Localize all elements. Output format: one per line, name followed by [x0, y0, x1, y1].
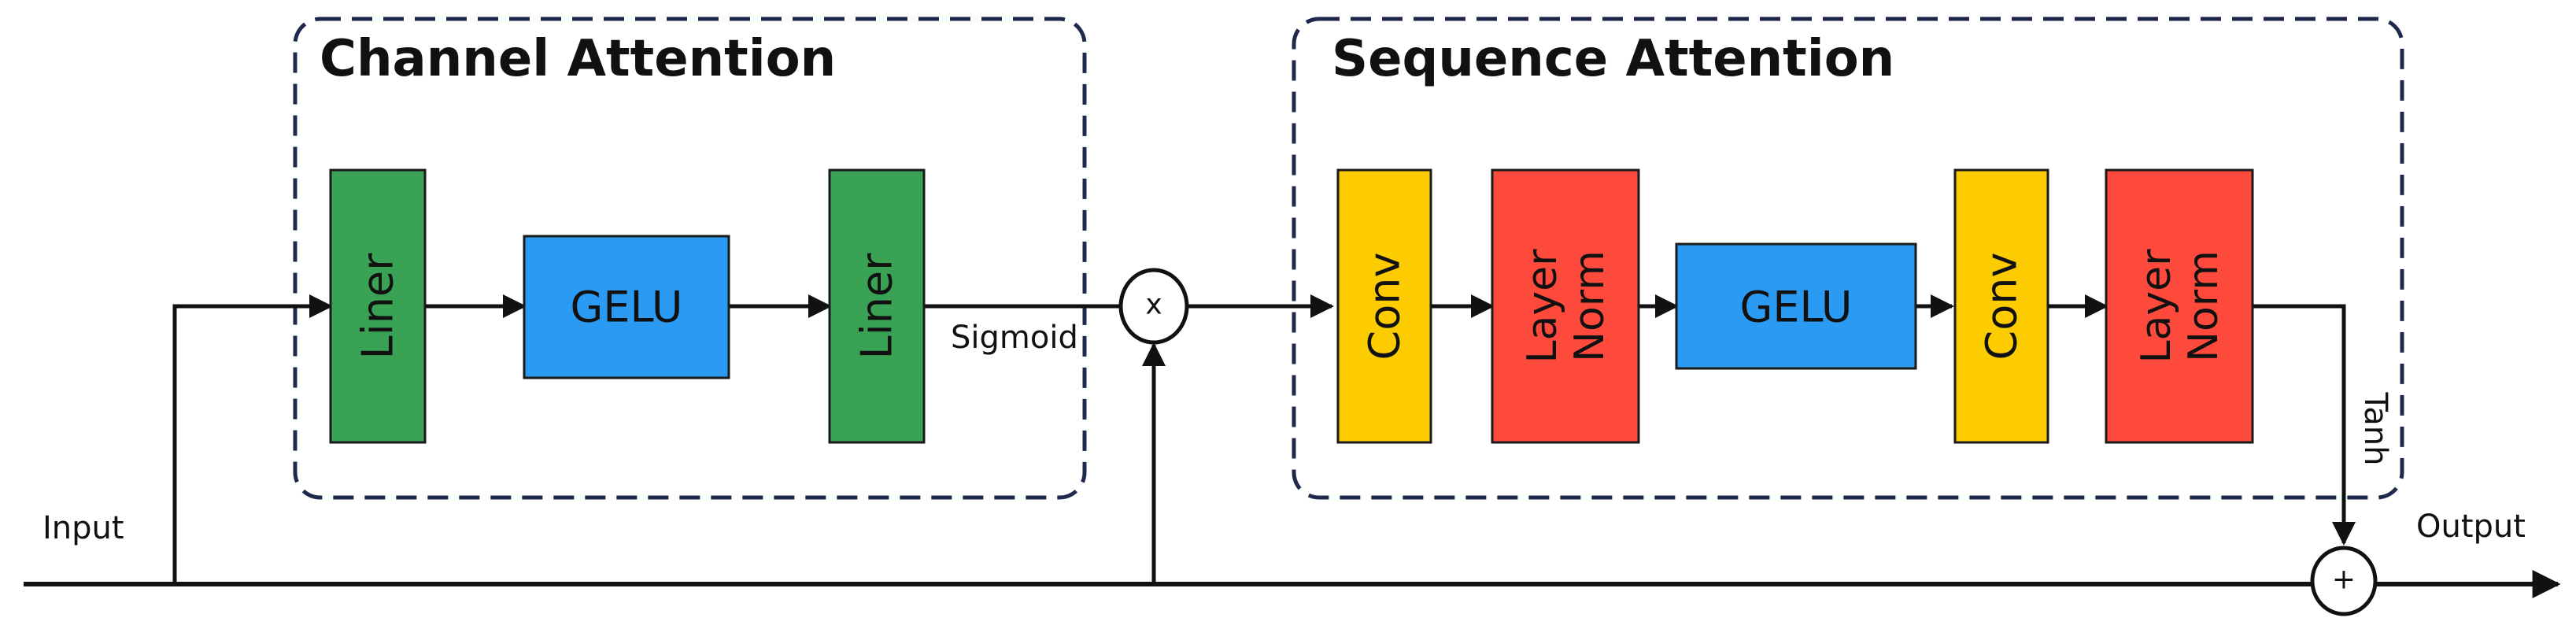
- input-label: Input: [43, 510, 124, 546]
- input-branch-line: [172, 294, 333, 584]
- sequence-conv-block-1: Conv: [1336, 168, 1432, 444]
- svg-text:Layer: Layer: [2133, 249, 2180, 364]
- add-node: +: [2310, 546, 2378, 616]
- svg-text:Layer: Layer: [1519, 249, 1566, 364]
- svg-text:x: x: [1145, 289, 1162, 321]
- svg-text:Norm: Norm: [1566, 250, 1613, 362]
- sigmoid-label: Sigmoid: [951, 320, 1078, 356]
- svg-text:Liner: Liner: [353, 253, 403, 360]
- sequence-gelu-block: GELU: [1675, 242, 1917, 370]
- channel-liner-block-2: Liner: [828, 168, 926, 444]
- channel-liner-block-1: Liner: [329, 168, 427, 444]
- svg-text:Liner: Liner: [852, 253, 902, 360]
- sequence-attention-group: [1292, 17, 2404, 500]
- sequence-layer-norm-block-2: Layer Norm: [2105, 168, 2254, 444]
- norm2-to-add-arrow: [2253, 304, 2356, 546]
- svg-text:+: +: [2332, 564, 2356, 596]
- channel-gelu-block: GELU: [523, 235, 730, 379]
- channel-attention-title: Channel Attention: [320, 30, 836, 88]
- svg-text:GELU: GELU: [571, 283, 683, 332]
- channel-attention-group: [293, 17, 1087, 500]
- svg-text:GELU: GELU: [1740, 283, 1853, 332]
- sequence-conv-block-2: Conv: [1953, 168, 2049, 444]
- svg-text:Conv: Conv: [1360, 253, 1410, 361]
- svg-text:Norm: Norm: [2180, 250, 2227, 362]
- svg-text:Conv: Conv: [1977, 253, 2027, 361]
- sequence-attention-title: Sequence Attention: [1332, 30, 1894, 88]
- tanh-label: Tanh: [2357, 391, 2393, 465]
- output-label: Output: [2416, 509, 2526, 545]
- sequence-layer-norm-block-1: Layer Norm: [1491, 168, 1640, 444]
- multiply-node: x: [1118, 268, 1189, 345]
